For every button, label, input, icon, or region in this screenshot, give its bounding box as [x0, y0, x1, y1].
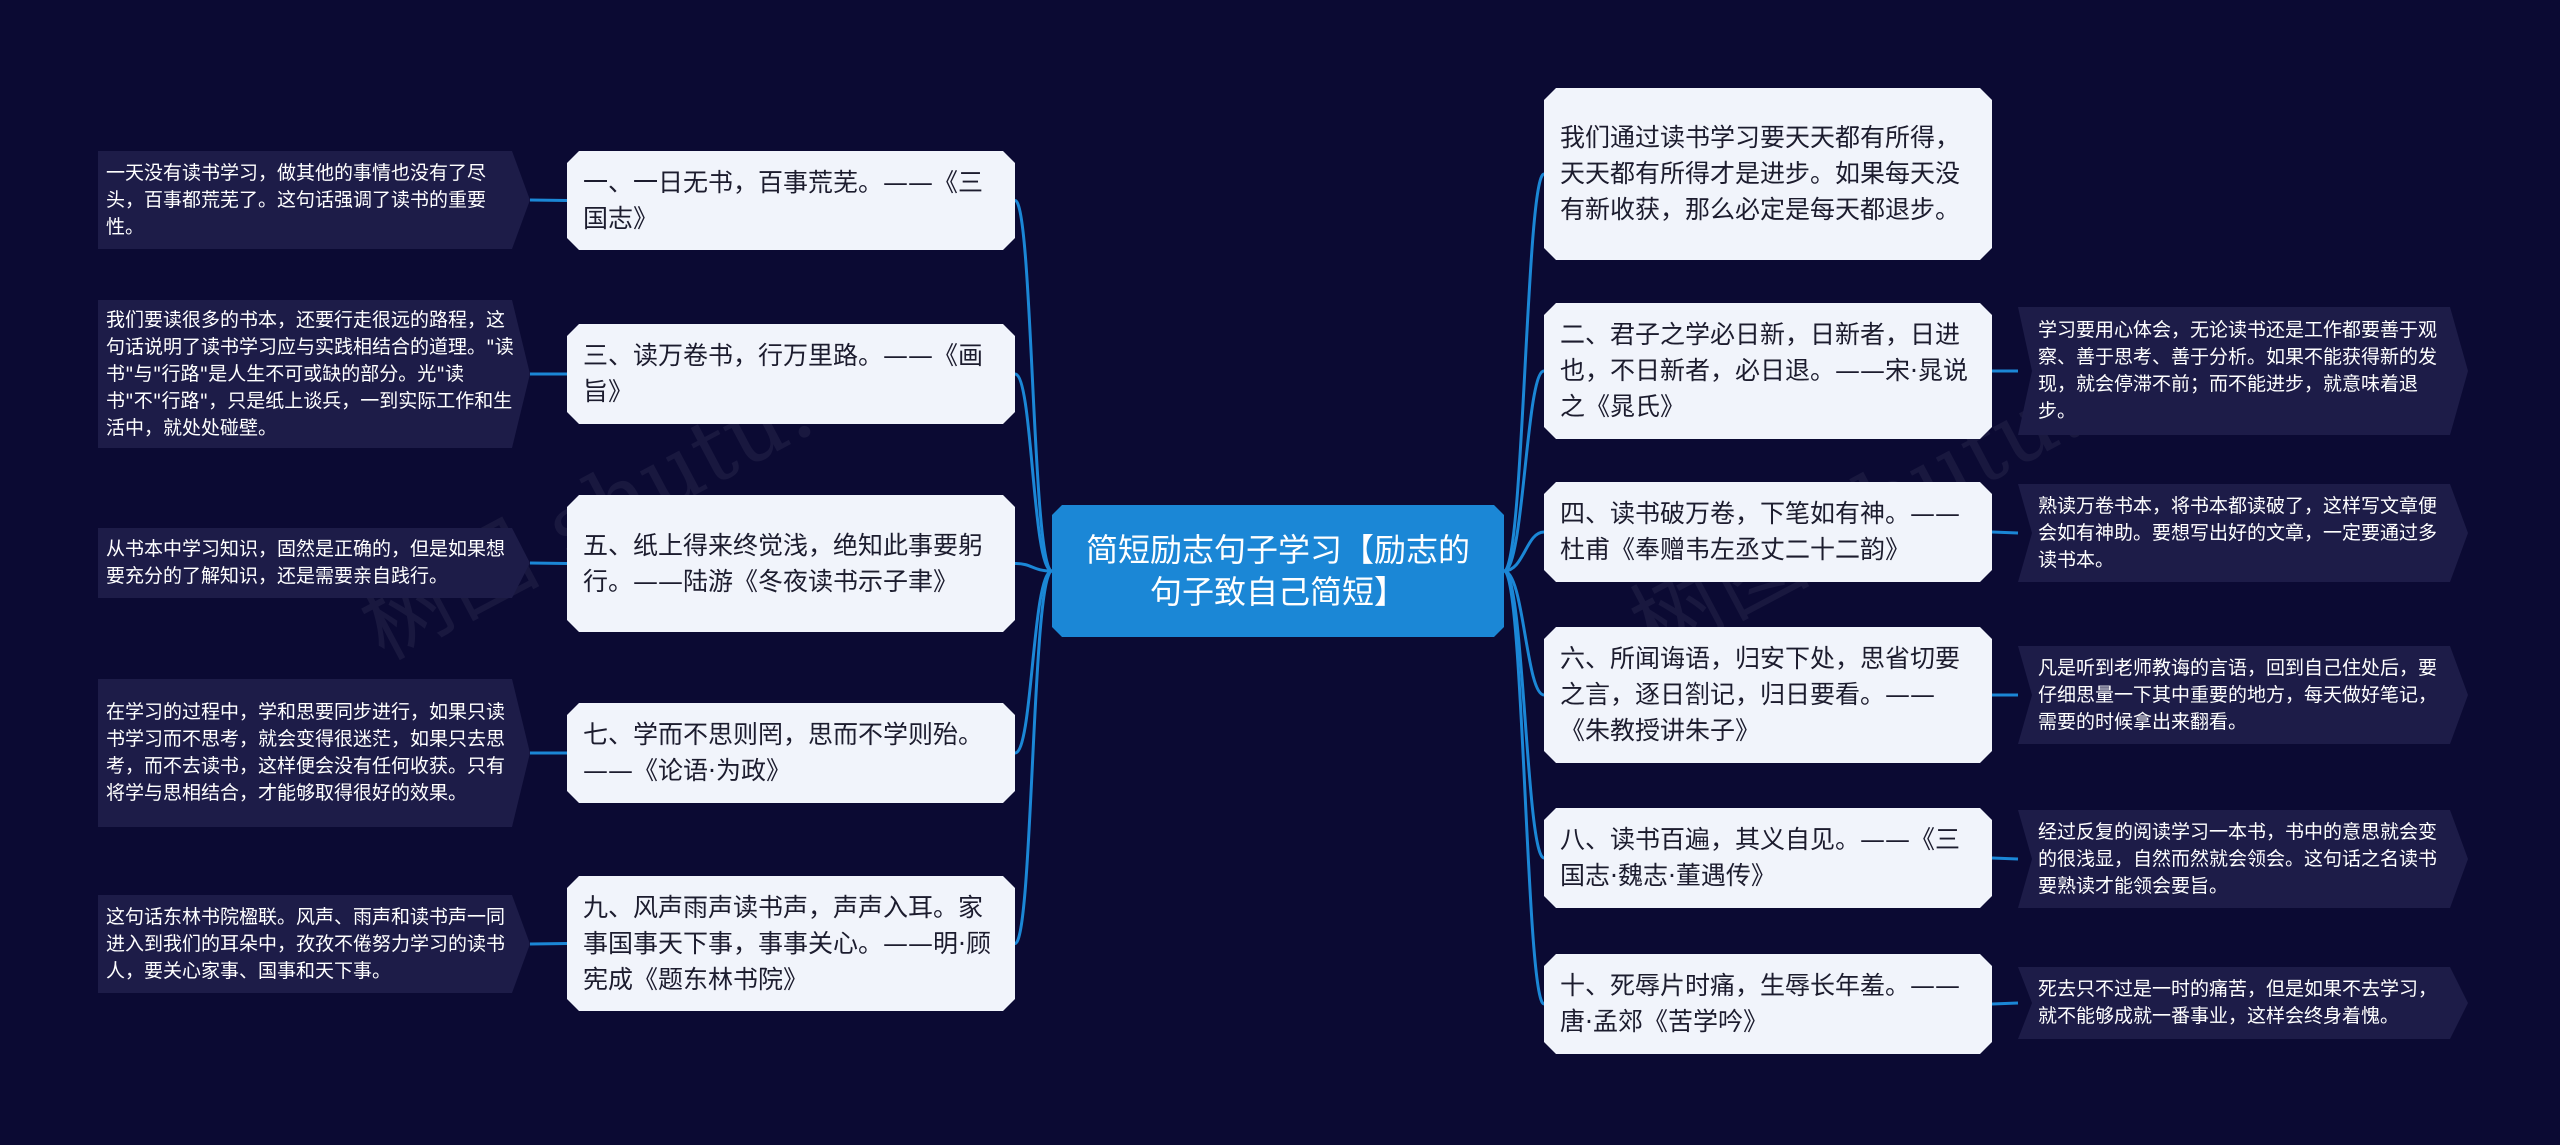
branch-right-1[interactable]: 我们通过读书学习要天天都有所得，天天都有所得才是进步。如果每天没有新收获，那么必…	[1544, 88, 1992, 260]
detail-text: 从书本中学习知识，固然是正确的，但是如果想要充分的了解知识，还是需要亲自践行。	[106, 538, 506, 587]
link-right-1	[1502, 172, 1546, 573]
link-left-2	[1014, 372, 1053, 573]
branch-label: 十、死辱片时痛，生辱长年羞。——唐·孟郊《苦学吟》	[1560, 971, 1961, 1036]
detail-text: 经过反复的阅读学习一本书，书中的意思就会变的很浅显，自然而然就会领会。这句话之名…	[2038, 820, 2438, 897]
branch-left-2[interactable]: 三、读万卷书，行万里路。——《画旨》	[567, 324, 1015, 424]
branch-label: 我们通过读书学习要天天都有所得，天天都有所得才是进步。如果每天没有新收获，那么必…	[1560, 123, 1961, 224]
branch-label: 四、读书破万卷，下笔如有神。——杜甫《奉赠韦左丞丈二十二韵》	[1560, 499, 1961, 564]
link-left-detail-5	[529, 942, 568, 946]
central-topic[interactable]: 简短励志句子学习【励志的句子致自己简短】	[1052, 505, 1504, 637]
link-right-3	[1503, 530, 1545, 573]
branch-left-3[interactable]: 五、纸上得来终觉浅，绝知此事要躬行。——陆游《冬夜读书示子聿》	[567, 495, 1015, 632]
central-topic-label: 简短励志句子学习【励志的句子致自己简短】	[1085, 531, 1470, 611]
branch-right-3[interactable]: 四、读书破万卷，下笔如有神。——杜甫《奉赠韦左丞丈二十二韵》	[1544, 482, 1992, 582]
detail-text: 我们要读很多的书本，还要行走很远的路程，这句话说明了读书学习应与实践相结合的道理…	[106, 308, 514, 439]
branch-label: 一、一日无书，百事荒芜。——《三国志》	[583, 167, 984, 233]
branch-label: 二、君子之学必日新，日新者，日进也，不日新者，必日退。——宋·晁说之《晁氏》	[1560, 320, 1968, 421]
branch-right-4[interactable]: 六、所闻诲语，归安下处，思省切要之言，逐日劄记，归日要看。——《朱教授讲朱子》	[1544, 627, 1992, 763]
branch-label: 七、学而不思则罔，思而不学则殆。——《论语·为政》	[583, 720, 984, 785]
detail-right-4[interactable]: 凡是听到老师教诲的言语，回到自己住处后，要仔细思量一下其中重要的地方，每天做好笔…	[2018, 646, 2468, 744]
detail-text: 在学习的过程中，学和思要同步进行，如果只读书学习而不思考，就会变得很迷茫，如果只…	[106, 701, 506, 804]
detail-right-5[interactable]: 经过反复的阅读学习一本书，书中的意思就会变的很浅显，自然而然就会领会。这句话之名…	[2018, 810, 2468, 908]
detail-text: 学习要用心体会，无论读书还是工作都要善于观察、善于思考、善于分析。如果不能获得新…	[2038, 319, 2438, 422]
detail-left-4[interactable]: 在学习的过程中，学和思要同步进行，如果只读书学习而不思考，就会变得很迷茫，如果只…	[98, 679, 530, 827]
branch-left-5[interactable]: 九、风声雨声读书声，声声入耳。家事国事天下事，事事关心。——明·顾宪成《题东林书…	[567, 876, 1015, 1011]
detail-left-3[interactable]: 从书本中学习知识，固然是正确的，但是如果想要充分的了解知识，还是需要亲自践行。	[98, 528, 530, 598]
detail-right-6[interactable]: 死去只不过是一时的痛苦，但是如果不去学习，就不能够成就一番事业，这样会终身着愧。	[2018, 967, 2468, 1039]
link-right-2	[1503, 369, 1545, 573]
link-left-1	[1013, 199, 1054, 573]
link-right-4	[1503, 569, 1545, 697]
detail-text: 凡是听到老师教诲的言语，回到自己住处后，要仔细思量一下其中重要的地方，每天做好笔…	[2038, 656, 2438, 733]
branch-right-6[interactable]: 十、死辱片时痛，生辱长年羞。——唐·孟郊《苦学吟》	[1544, 954, 1992, 1054]
branch-left-1[interactable]: 一、一日无书，百事荒芜。——《三国志》	[567, 151, 1015, 250]
detail-left-2[interactable]: 我们要读很多的书本，还要行走很远的路程，这句话说明了读书学习应与实践相结合的道理…	[98, 300, 530, 448]
link-left-5	[1013, 569, 1054, 945]
detail-text: 一天没有读书学习，做其他的事情也没有了尽头，百事都荒芜了。这句话强调了读书的重要…	[106, 161, 487, 238]
link-left-4	[1014, 569, 1053, 755]
detail-left-5[interactable]: 这句话东林书院楹联。风声、雨声和读书声一同进入到我们的耳朵中，孜孜不倦努力学习的…	[98, 895, 530, 993]
branch-left-4[interactable]: 七、学而不思则罔，思而不学则殆。——《论语·为政》	[567, 703, 1015, 803]
link-left-detail-3	[529, 561, 568, 565]
link-right-6	[1502, 569, 1546, 1006]
detail-text: 熟读万卷书本，将书本都读破了，这样写文章便会如有神助。要想写出好的文章，一定要通…	[2038, 494, 2438, 571]
branch-right-2[interactable]: 二、君子之学必日新，日新者，日进也，不日新者，必日退。——宋·晁说之《晁氏》	[1544, 303, 1992, 439]
branch-label: 六、所闻诲语，归安下处，思省切要之言，逐日劄记，归日要看。——《朱教授讲朱子》	[1560, 644, 1961, 745]
detail-text: 死去只不过是一时的痛苦，但是如果不去学习，就不能够成就一番事业，这样会终身着愧。	[2038, 978, 2438, 1027]
branch-label: 八、读书百遍，其义自见。——《三国志·魏志·董遇传》	[1560, 825, 1961, 890]
branch-right-5[interactable]: 八、读书百遍，其义自见。——《三国志·魏志·董遇传》	[1544, 808, 1992, 908]
link-left-detail-1	[529, 198, 568, 202]
link-right-detail-5	[1991, 856, 2019, 861]
link-right-detail-6	[1991, 1001, 2019, 1006]
detail-left-1[interactable]: 一天没有读书学习，做其他的事情也没有了尽头，百事都荒芜了。这句话强调了读书的重要…	[98, 151, 530, 249]
branch-label: 九、风声雨声读书声，声声入耳。家事国事天下事，事事关心。——明·顾宪成《题东林书…	[583, 892, 991, 994]
link-right-detail-3	[1991, 530, 2019, 535]
link-left-3	[1014, 562, 1053, 573]
detail-right-3[interactable]: 熟读万卷书本，将书本都读破了，这样写文章便会如有神助。要想写出好的文章，一定要通…	[2018, 484, 2468, 582]
detail-text: 这句话东林书院楹联。风声、雨声和读书声一同进入到我们的耳朵中，孜孜不倦努力学习的…	[106, 905, 506, 982]
detail-right-2[interactable]: 学习要用心体会，无论读书还是工作都要善于观察、善于思考、善于分析。如果不能获得新…	[2018, 307, 2468, 435]
branch-label: 五、纸上得来终觉浅，绝知此事要躬行。——陆游《冬夜读书示子聿》	[583, 530, 984, 596]
link-right-5	[1502, 569, 1546, 860]
branch-label: 三、读万卷书，行万里路。——《画旨》	[583, 341, 984, 406]
